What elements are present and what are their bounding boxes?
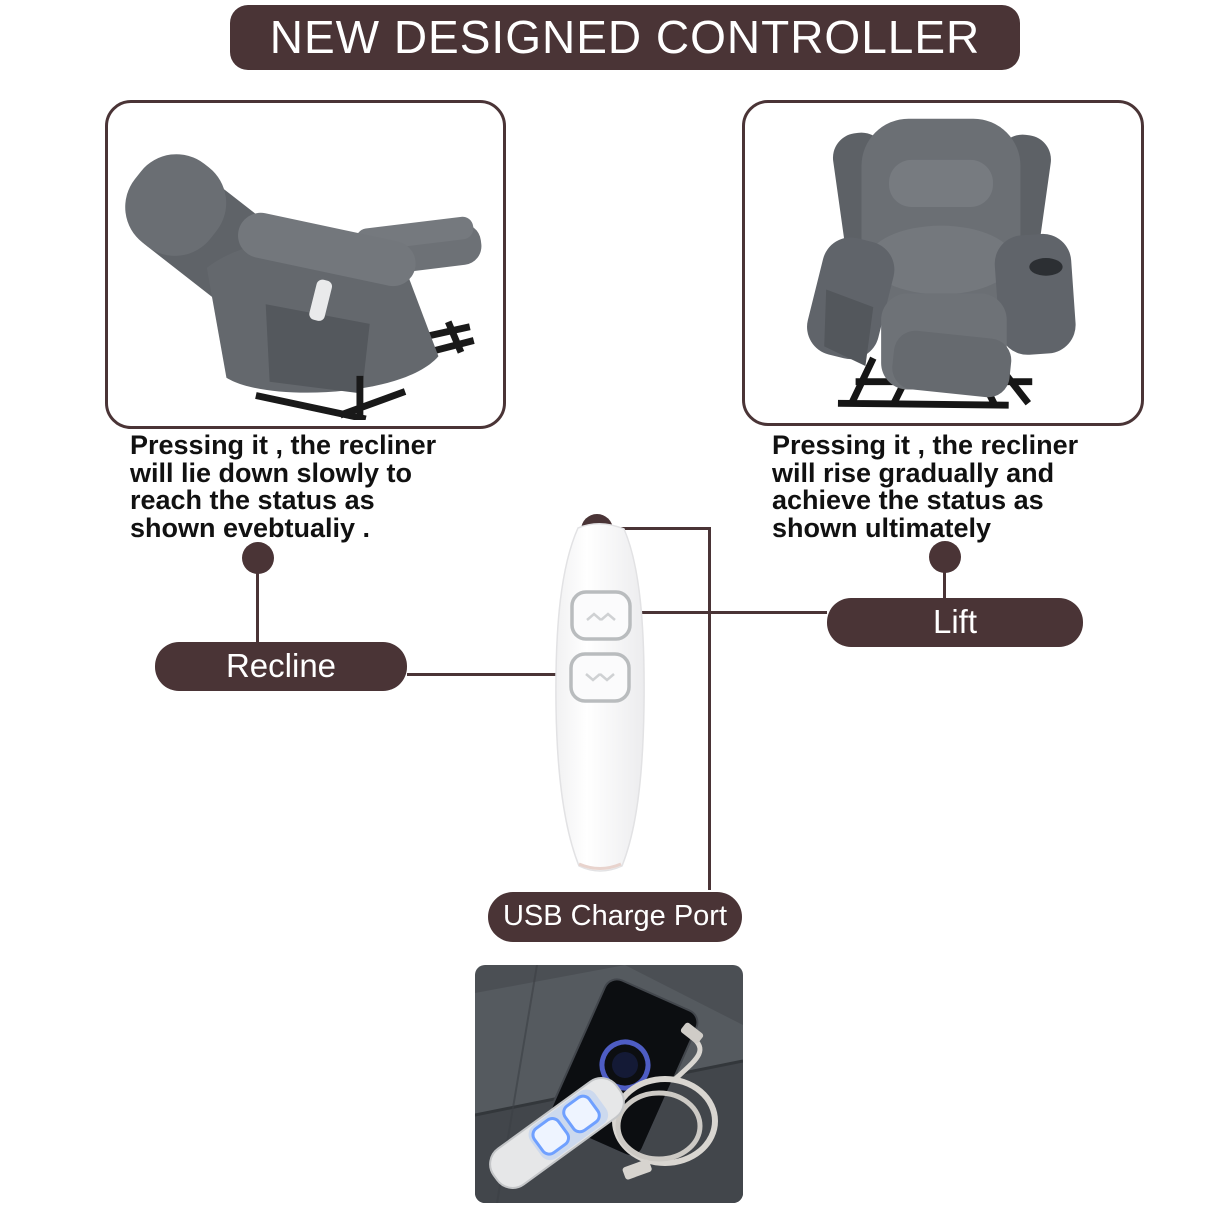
hand-controller-image <box>555 523 645 872</box>
usb-charge-port-label: USB Charge Port <box>488 892 742 942</box>
recline-label: Recline <box>155 642 407 691</box>
connector-line <box>407 673 573 676</box>
caption-recline: Pressing it , the recliner will lie down… <box>130 430 437 543</box>
charging-scene-image <box>475 965 743 1203</box>
reclined-chair-panel <box>105 100 506 429</box>
up-arrows-icon <box>586 612 616 621</box>
lift-label: Lift <box>827 598 1083 647</box>
recliner-lifted-image <box>807 118 1076 409</box>
controller-in-photo <box>489 1077 625 1189</box>
down-arrows-icon <box>585 673 615 682</box>
connector-line <box>597 527 710 530</box>
connector-line <box>621 611 827 614</box>
usb-charging-photo <box>475 965 743 1203</box>
recliner-reclined-image <box>125 154 482 420</box>
page-title: NEW DESIGNED CONTROLLER <box>230 5 1020 70</box>
lift-button <box>570 590 632 641</box>
caption-lift: Pressing it , the recliner will rise gra… <box>772 430 1079 543</box>
connector-line <box>256 558 259 645</box>
recline-button <box>569 652 631 703</box>
lifted-chair-panel <box>742 100 1144 426</box>
connector-line <box>708 527 711 890</box>
connector-line <box>943 557 946 600</box>
